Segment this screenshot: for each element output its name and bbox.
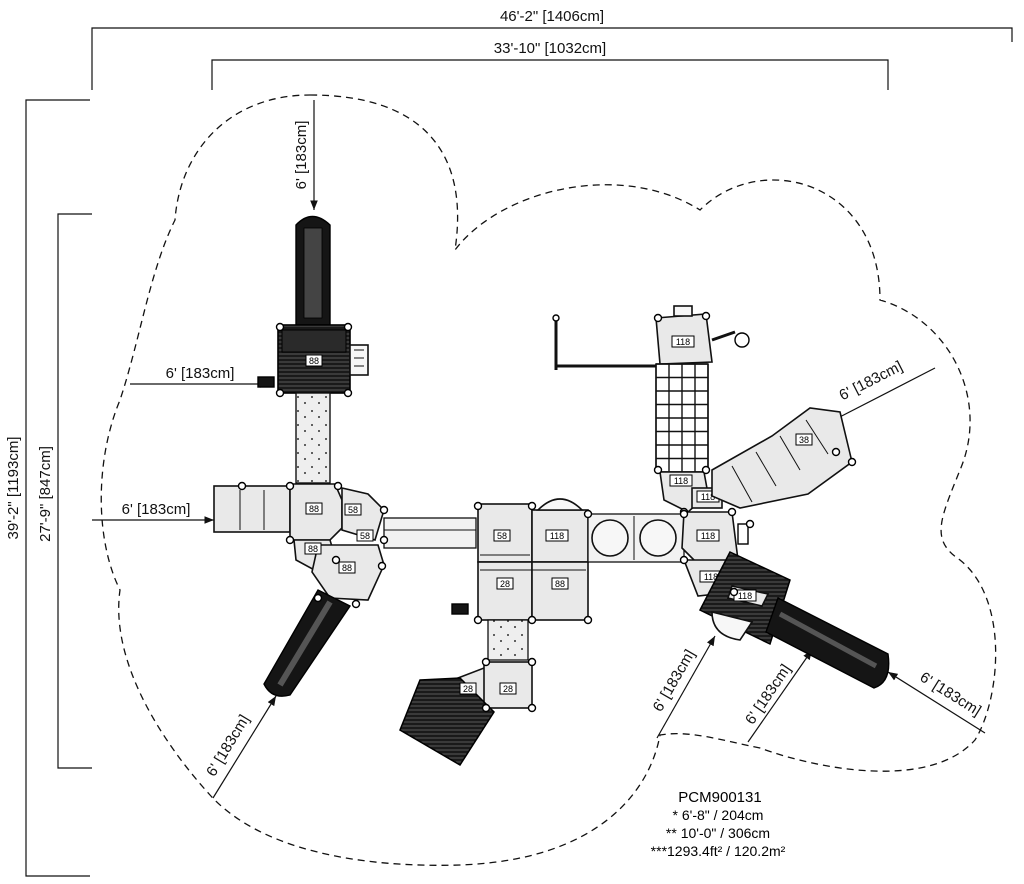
- clearance-right-upper: 6' [183cm]: [829, 358, 936, 423]
- clearance-lower-center-text: 6' [183cm]: [650, 647, 699, 715]
- deck-label-17: 118: [704, 572, 718, 582]
- support-post: [285, 481, 295, 491]
- deck-label-18: 38: [799, 435, 809, 445]
- center-decks: [451, 498, 589, 661]
- deck-label-5: 88: [308, 544, 318, 554]
- support-post: [527, 501, 537, 511]
- deck-label-12: 28: [503, 684, 513, 694]
- note-line-1: * 6'-8" / 204cm: [673, 807, 764, 823]
- deck-label-10: 88: [555, 579, 565, 589]
- support-post: [379, 505, 389, 515]
- dimension-inner-depth: 27'-9" [847cm]: [37, 213, 92, 769]
- support-post: [701, 465, 711, 475]
- dimension-inner-width: 33'-10" [1032cm]: [211, 40, 889, 90]
- deck-label-16: 118: [701, 531, 715, 541]
- deck-label-13: 118: [676, 337, 690, 347]
- support-post: [473, 501, 483, 511]
- support-post: [377, 561, 387, 571]
- support-post: [473, 615, 483, 625]
- clearance-right-lower: 6' [183cm]: [887, 669, 986, 734]
- dim-overall-width-text: 46'-2" [1406cm]: [500, 8, 604, 25]
- right-upper-arm: [711, 407, 853, 509]
- clearance-top-text: 6' [183cm]: [293, 121, 310, 190]
- model-number: PCM900131: [678, 789, 761, 806]
- support-post: [343, 322, 353, 332]
- clearance-left-middle-text: 6' [183cm]: [122, 501, 191, 518]
- support-post: [679, 555, 689, 565]
- clearance-lower-left: 6' [183cm]: [203, 695, 277, 799]
- lower-left-tube-slide: [263, 589, 352, 697]
- support-post: [527, 657, 537, 667]
- support-post: [831, 447, 841, 457]
- support-post: [679, 509, 689, 519]
- clearance-right-lower-text: 6' [183cm]: [917, 669, 984, 720]
- deck-label-3: 58: [348, 505, 358, 515]
- spec-notes: PCM900131 * 6'-8" / 204cm ** 10'-0" / 30…: [651, 789, 786, 859]
- support-post: [701, 311, 711, 321]
- deck-label-6: 88: [342, 563, 352, 573]
- dimension-overall-depth: 39'-2" [1193cm]: [5, 99, 90, 877]
- dim-inner-width-text: 33'-10" [1032cm]: [494, 40, 606, 57]
- clearance-top: 6' [183cm]: [293, 100, 318, 210]
- support-post: [237, 481, 247, 491]
- support-post: [727, 507, 737, 517]
- support-post: [527, 703, 537, 713]
- clearance-lower-right: 6' [183cm]: [742, 649, 813, 743]
- support-post: [331, 555, 341, 565]
- support-post: [729, 587, 739, 597]
- top-tube-slide: [295, 215, 331, 326]
- support-post: [351, 599, 361, 609]
- lower-center-decks: [399, 661, 533, 767]
- dimension-overall-width: 46'-2" [1406cm]: [91, 8, 1013, 90]
- clearance-left-upper-text: 6' [183cm]: [166, 365, 235, 382]
- deck-label-1: 88: [309, 356, 319, 366]
- support-post: [847, 457, 857, 467]
- support-post: [583, 615, 593, 625]
- clearance-lower-right-text: 6' [183cm]: [742, 661, 795, 727]
- note-line-3: ***1293.4ft² / 120.2m²: [651, 843, 786, 859]
- deck-label-15: 118: [701, 492, 715, 502]
- support-post: [285, 535, 295, 545]
- note-line-2: ** 10'-0" / 306cm: [666, 825, 770, 841]
- clearance-left-upper: 6' [183cm]: [130, 365, 270, 388]
- support-post: [653, 465, 663, 475]
- support-posts: [237, 311, 857, 713]
- use-zone-boundary: [100, 94, 997, 866]
- monkey-bars: [552, 314, 656, 370]
- crawl-tunnels: [587, 513, 685, 563]
- support-post: [343, 388, 353, 398]
- support-post: [481, 703, 491, 713]
- left-bridge: [295, 392, 331, 484]
- deck-label-9: 28: [500, 579, 510, 589]
- deck-label-19: 118: [738, 591, 752, 601]
- deck-label-7: 58: [497, 531, 507, 541]
- clearance-right-upper-text: 6' [183cm]: [836, 358, 905, 404]
- support-post: [527, 615, 537, 625]
- support-post: [583, 509, 593, 519]
- support-post: [275, 388, 285, 398]
- left-hub-decks: [213, 483, 477, 601]
- clearance-lower-center: 6' [183cm]: [650, 635, 716, 739]
- dim-inner-depth-text: 27'-9" [847cm]: [37, 446, 54, 542]
- support-post: [379, 535, 389, 545]
- deck-label-14: 118: [674, 476, 688, 486]
- lower-right-tube-slide: [765, 597, 890, 689]
- deck-label-2: 88: [309, 504, 319, 514]
- dim-overall-depth-text: 39'-2" [1193cm]: [5, 437, 22, 540]
- clearance-left-middle: 6' [183cm]: [92, 501, 214, 524]
- support-post: [313, 593, 323, 603]
- deck-label-4: 58: [360, 531, 370, 541]
- support-post: [333, 481, 343, 491]
- support-post: [653, 313, 663, 323]
- support-post: [275, 322, 285, 332]
- deck-label-8: 118: [550, 531, 564, 541]
- deck-label-11: 28: [463, 684, 473, 694]
- support-post: [481, 657, 491, 667]
- right-upper-tower: [655, 305, 750, 473]
- support-post: [745, 519, 755, 529]
